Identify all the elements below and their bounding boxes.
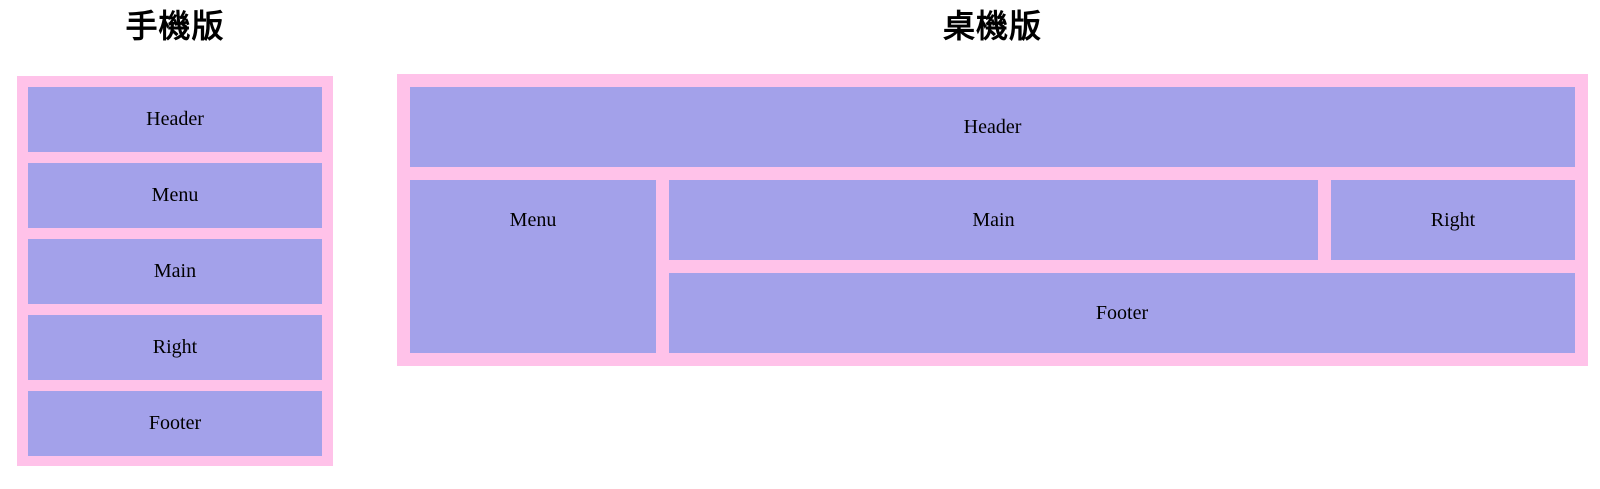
mobile-section-title: 手機版	[125, 8, 225, 44]
desktop-right-label: Right	[1430, 209, 1476, 231]
mobile-header-box: Header	[28, 87, 322, 152]
desktop-header-box: Header	[410, 87, 1575, 167]
desktop-section-title: 桌機版	[942, 8, 1042, 44]
mobile-footer-label: Footer	[148, 412, 202, 434]
mobile-layout-container: Header Menu Main Right Footer	[17, 76, 333, 466]
mobile-header-label: Header	[146, 108, 204, 130]
desktop-header-label: Header	[963, 116, 1022, 138]
mobile-right-box: Right	[28, 315, 322, 380]
desktop-menu-box: Menu	[410, 180, 656, 353]
mobile-main-label: Main	[153, 260, 197, 282]
desktop-main-box: Main	[669, 180, 1318, 260]
mobile-footer-box: Footer	[28, 391, 322, 456]
desktop-menu-label: Menu	[509, 209, 557, 231]
desktop-main-label: Main	[972, 209, 1015, 231]
desktop-right-box: Right	[1331, 180, 1575, 260]
mobile-menu-box: Menu	[28, 163, 322, 228]
mobile-main-box: Main	[28, 239, 322, 304]
mobile-right-label: Right	[152, 336, 198, 358]
desktop-footer-box: Footer	[669, 273, 1575, 353]
desktop-footer-label: Footer	[1095, 302, 1149, 324]
desktop-layout-container: Header Menu Main Right Footer	[397, 74, 1588, 366]
mobile-menu-label: Menu	[151, 184, 199, 206]
